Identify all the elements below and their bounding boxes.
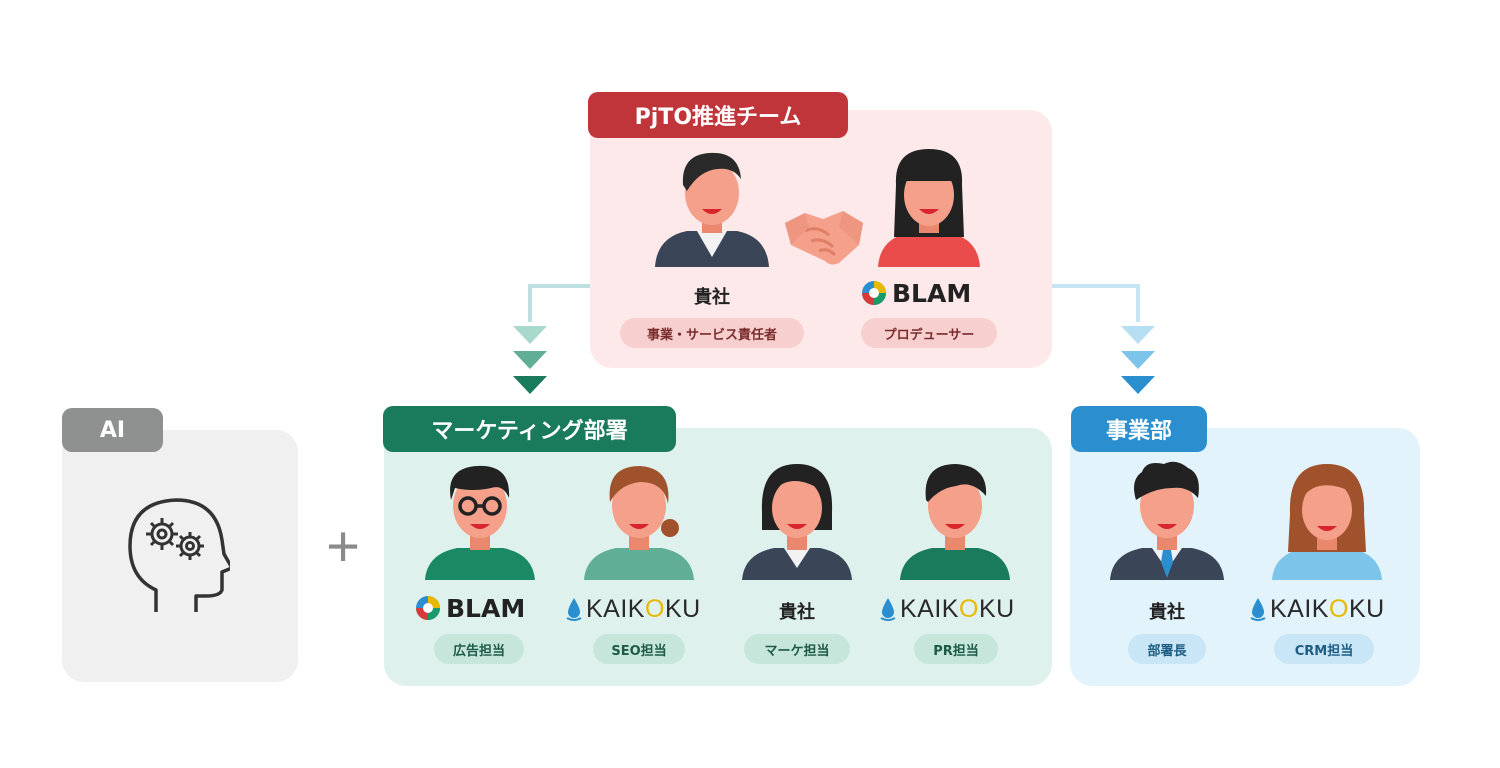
role-label: プロデューサー bbox=[883, 327, 975, 343]
role-label: 広告担当 bbox=[452, 643, 505, 659]
connector-line-left bbox=[528, 284, 592, 322]
marketing-member-3-name: 貴社 bbox=[779, 602, 815, 623]
pjto-member-2-role: プロデューサー bbox=[861, 318, 997, 348]
handshake-icon bbox=[785, 211, 863, 265]
business-member-1-role: 部署長 bbox=[1128, 634, 1206, 664]
avatar-kaikoku-crm bbox=[1272, 464, 1382, 580]
pjto-member-1-role: 事業・サービス責任者 bbox=[620, 318, 804, 348]
role-label: CRM担当 bbox=[1294, 643, 1354, 659]
blam-logo-text: BLAM bbox=[446, 593, 526, 623]
business-tab: 事業部 bbox=[1071, 406, 1207, 452]
marketing-member-2-role: SEO担当 bbox=[593, 634, 685, 664]
marketing-member-4-role: PR担当 bbox=[914, 634, 998, 664]
role-label: マーケ担当 bbox=[764, 643, 830, 659]
avatar-client-executive bbox=[655, 152, 769, 267]
kaikoku-logo: KAIKOKU bbox=[566, 594, 701, 624]
kaikoku-logo-text: KAIKOKU bbox=[900, 594, 1015, 623]
arrow-right-3 bbox=[1121, 376, 1155, 394]
kaikoku-logo: KAIKOKU bbox=[1250, 594, 1385, 624]
blam-logo-mark bbox=[862, 281, 886, 305]
connector-line-right bbox=[1052, 284, 1140, 322]
arrow-right-1 bbox=[1121, 326, 1155, 344]
arrow-right-2 bbox=[1121, 351, 1155, 369]
business-member-2-role: CRM担当 bbox=[1274, 634, 1374, 664]
role-label: SEO担当 bbox=[611, 643, 667, 659]
kaikoku-logo-accent-letter: O bbox=[1328, 594, 1349, 623]
arrow-left-1 bbox=[513, 326, 547, 344]
kaikoku-logo-text: KAIKOKU bbox=[586, 594, 701, 623]
kaikoku-logo-text: KAIKOKU bbox=[1270, 594, 1385, 623]
head-with-gears-icon bbox=[128, 498, 230, 612]
avatar-blam-producer bbox=[878, 149, 980, 267]
blam-logo: BLAM bbox=[860, 278, 971, 308]
business-member-1-name: 貴社 bbox=[1149, 602, 1185, 623]
marketing-member-1-role: 広告担当 bbox=[434, 634, 524, 664]
kaikoku-drop-icon bbox=[880, 598, 896, 621]
ai-tab: AI bbox=[62, 408, 163, 452]
kaikoku-logo-accent-letter: O bbox=[958, 594, 979, 623]
role-label: 部署長 bbox=[1147, 643, 1187, 659]
avatar-kaikoku-pr bbox=[900, 464, 1010, 580]
blam-logo-text: BLAM bbox=[892, 278, 972, 308]
kaikoku-drop-icon bbox=[566, 598, 582, 621]
blam-logo-mark bbox=[416, 596, 440, 620]
pjto-team-tab: PjTO推進チーム bbox=[588, 92, 848, 138]
ai-tab-label: AI bbox=[99, 417, 126, 443]
marketing-tab-title: マーケティング部署 bbox=[431, 419, 628, 444]
blam-logo: BLAM bbox=[414, 593, 525, 623]
role-label: PR担当 bbox=[933, 643, 979, 659]
pjto-team-title: PjTO推進チーム bbox=[634, 105, 802, 130]
avatar-blam-ad bbox=[425, 465, 535, 580]
marketing-member-3-role: マーケ担当 bbox=[744, 634, 850, 664]
kaikoku-logo: KAIKOKU bbox=[880, 594, 1015, 624]
avatar-kaikoku-seo bbox=[584, 466, 694, 580]
arrow-left-3 bbox=[513, 376, 547, 394]
plus-sign: + bbox=[326, 514, 360, 579]
kaikoku-logo-accent-letter: O bbox=[644, 594, 665, 623]
business-tab-title: 事業部 bbox=[1105, 419, 1172, 444]
role-label: 事業・サービス責任者 bbox=[646, 327, 777, 343]
pjto-member-1-name: 貴社 bbox=[694, 287, 730, 308]
avatar-client-marketing bbox=[742, 464, 852, 580]
arrow-left-2 bbox=[513, 351, 547, 369]
kaikoku-drop-icon bbox=[1250, 598, 1266, 621]
avatar-client-manager bbox=[1110, 461, 1224, 580]
marketing-tab: マーケティング部署 bbox=[383, 406, 676, 452]
